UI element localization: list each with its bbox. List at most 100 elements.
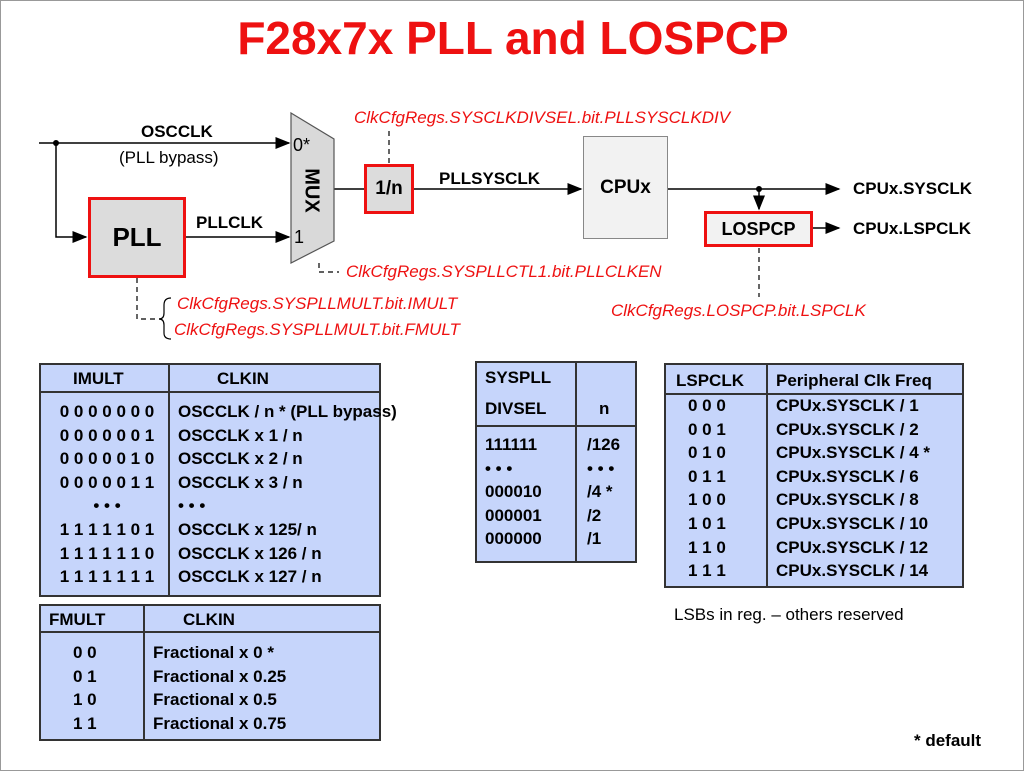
column-divider [575, 363, 577, 561]
pllclk-label: PLLCLK [196, 213, 264, 232]
lospcp-block: LOSPCP [704, 211, 813, 247]
table-cell: 0 0 0 0 0 0 0 [59, 402, 155, 421]
sysclk-output-label: CPUx.SYSCLK [853, 179, 973, 198]
table-cell: 000001 [485, 505, 542, 525]
table-cell: OSCCLK x 3 / n [178, 472, 303, 492]
lspclk-table: LSPCLK Peripheral Clk Freq 0 0 0 0 0 1 0 1… [664, 363, 964, 588]
table-cell: 0 0 1 [688, 419, 726, 439]
table-cell: CPUx.SYSCLK / 1 [776, 396, 919, 415]
junction-dot [756, 186, 762, 192]
table-cell: • • • [587, 458, 615, 478]
pllclken-register-label: ClkCfgRegs.SYSPLLCTL1.bit.PLLCLKEN [346, 262, 662, 281]
table-cell: CPUx.SYSCLK / 12 [776, 537, 929, 557]
divider-label: 1/n [375, 178, 403, 199]
table-cell: 0 0 0 [688, 396, 726, 415]
table-cell: 000000 [485, 529, 542, 549]
table-cell: 0 0 0 0 0 1 0 [59, 449, 155, 469]
table-cell: 1 0 0 [688, 490, 726, 510]
cpu-block: CPUx [583, 136, 668, 239]
pllclken-dashed [318, 263, 339, 273]
table-cell: 1 1 1 1 1 1 1 [59, 567, 155, 587]
lspclk-output-label: CPUx.LSPCLK [853, 219, 972, 238]
table-cell: CPUx.SYSCLK / 10 [776, 513, 929, 533]
mux-shape [290, 111, 335, 264]
column-divider [143, 606, 145, 739]
column-divider [168, 365, 170, 595]
pll-input-wire [55, 143, 88, 243]
imult-values: 0 0 0 0 0 0 0 0 0 0 0 0 0 1 0 0 0 0 0 1 0 0… [51, 400, 163, 589]
column-divider [766, 365, 768, 586]
table-header [666, 365, 962, 395]
header-fmult: FMULT [49, 610, 106, 629]
lspclk-register-label: ClkCfgRegs.LOSPCP.bit.LSPCLK [611, 301, 866, 320]
table-cell: /126 [587, 435, 621, 454]
table-cell: OSCCLK / n * (PLL bypass) [178, 402, 397, 421]
header-syspll: SYSPLL [485, 368, 552, 387]
imult-clkin-values: OSCCLK / n * (PLL bypass) OSCCLK x 1 / n O… [178, 400, 397, 589]
mux-input-0: 0* [293, 135, 311, 155]
table-cell: 0 0 0 0 0 1 1 [59, 472, 155, 492]
junction-dot [53, 140, 59, 146]
brace-icon [158, 297, 172, 340]
table-cell: CPUx.SYSCLK / 14 [776, 561, 929, 581]
table-cell: CPUx.SYSCLK / 8 [776, 490, 919, 510]
header-n: n [599, 399, 610, 418]
table-header [477, 363, 635, 427]
header-clkin: CLKIN [217, 369, 269, 388]
table-cell: /4 * [587, 482, 613, 502]
header-divsel: DIVSEL [485, 399, 547, 418]
pllsysclk-label: PLLSYSCLK [439, 169, 541, 188]
oscclk-label: OSCCLK [141, 122, 213, 141]
table-cell: • • • [178, 496, 206, 516]
divsel-n-values: /126 • • • /4 * /2/1 [587, 433, 620, 551]
header-peripheral-freq: Peripheral Clk Freq [776, 371, 932, 390]
table-cell: /1 [587, 529, 602, 549]
header-imult: IMULT [73, 369, 124, 388]
table-cell: OSCCLK x 2 / n [178, 449, 303, 469]
table-cell: 111111 [485, 435, 538, 454]
mult-dashed [136, 278, 161, 320]
table-cell: CPUx.SYSCLK / 4 * [776, 443, 930, 463]
table-header [41, 606, 379, 633]
table-cell: CPUx.SYSCLK / 2 [776, 419, 919, 439]
header-clkin: CLKIN [183, 610, 235, 629]
table-header [41, 365, 379, 393]
table-cell: Fractional x 0 * [153, 643, 274, 662]
table-cell: 0 0 0 0 0 0 1 [59, 425, 155, 445]
fmult-register-label: ClkCfgRegs.SYSPLLMULT.bit.FMULT [174, 320, 460, 339]
lospcp-label: LOSPCP [721, 218, 796, 239]
table-cell: 000010 [485, 482, 542, 502]
table-cell: Fractional x 0.75 [153, 713, 287, 733]
table-cell: OSCCLK x 126 / n [178, 543, 322, 563]
lsb-note: LSBs in reg. – others reserved [674, 605, 904, 624]
table-cell: 0 1 [73, 666, 97, 686]
header-lspclk: LSPCLK [676, 371, 744, 390]
mux-label: MUX [300, 168, 323, 213]
table-cell: 1 1 [73, 713, 97, 733]
slide-title: F28x7x PLL and LOSPCP [237, 12, 789, 64]
table-cell: OSCCLK x 125/ n [178, 519, 317, 539]
table-cell: 1 0 [73, 690, 97, 710]
table-cell: CPUx.SYSCLK / 6 [776, 466, 919, 486]
imult-register-label: ClkCfgRegs.SYSPLLMULT.bit.IMULT [177, 294, 458, 313]
table-cell: 1 1 1 [688, 561, 726, 581]
table-cell: OSCCLK x 1 / n [178, 425, 303, 445]
table-cell: /2 [587, 505, 602, 525]
default-note: * default [914, 731, 982, 750]
table-cell: 1 1 1 1 1 1 0 [59, 543, 155, 563]
table-cell: OSCCLK x 127 / n [178, 567, 322, 587]
lspclk-freq-values: CPUx.SYSCLK / 1 CPUx.SYSCLK / 2 CPUx.SYSCL… [776, 394, 930, 583]
table-cell: 0 1 0 [688, 443, 726, 463]
table-cell: 0 1 1 [688, 466, 726, 486]
table-cell: 1 1 1 1 1 0 1 [59, 519, 155, 539]
divsel-table: SYSPLL DIVSEL n 111111 • • • 000010 000001 0… [475, 361, 637, 563]
table-cell: • • • [93, 496, 121, 516]
pll-label: PLL [112, 222, 162, 252]
